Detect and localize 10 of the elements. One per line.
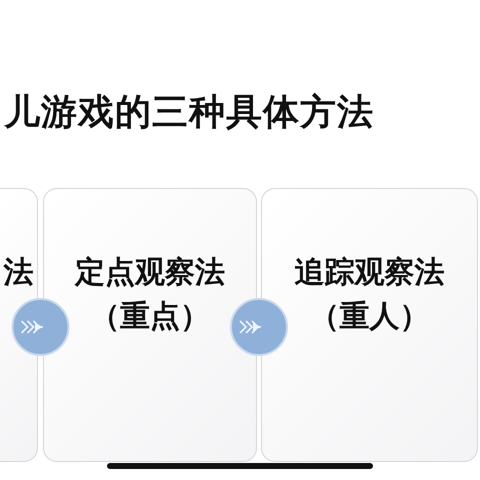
- method-note: （重人）: [310, 298, 430, 336]
- method-card: [261, 188, 478, 462]
- method-name: 定点观察法: [75, 254, 225, 292]
- method-name: 法: [4, 254, 34, 292]
- title: 儿游戏的三种具体方法: [4, 91, 374, 135]
- chevron-arrow: [230, 298, 288, 356]
- chevron-arrow: [12, 298, 70, 356]
- method-note: （重点）: [90, 298, 210, 336]
- method-name: 追踪观察法: [294, 254, 444, 292]
- method-card: [43, 188, 257, 462]
